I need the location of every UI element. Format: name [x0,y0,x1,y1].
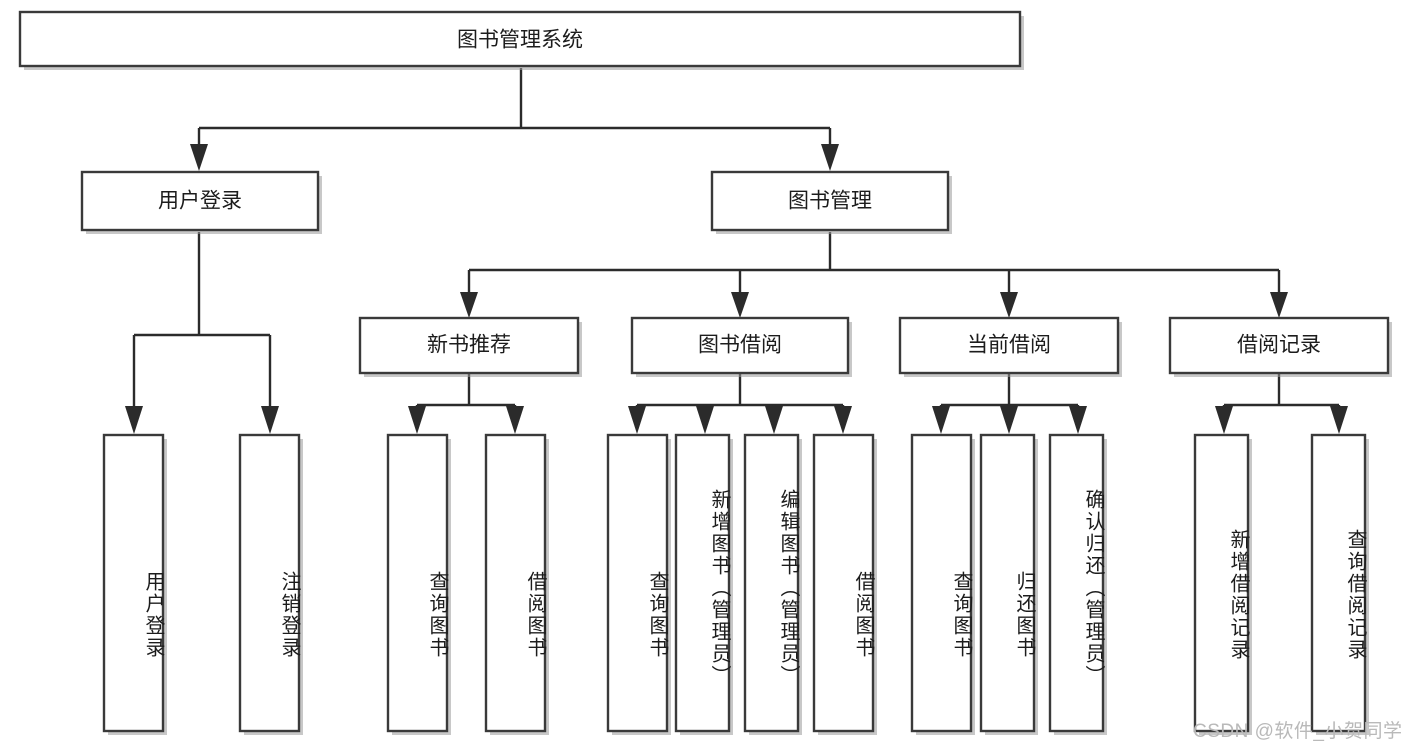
node-book-management[interactable]: 图书管理 [710,170,952,234]
node-borrow-record-box[interactable] [1168,316,1390,375]
node-user-login-box[interactable] [80,170,320,232]
node-new-book-recommend-label: 新书推荐 [427,334,511,357]
leaf-bookborrow-3-box[interactable] [743,433,800,733]
leaf-user-login-1-box[interactable] [102,433,165,733]
leaf-bookborrow-1-box[interactable] [606,433,669,733]
node-user-login-label: 用户登录 [158,190,242,213]
arrow-leaf-bookborrow-4 [834,406,852,434]
node-book-management-box[interactable] [710,170,950,232]
node-user-login[interactable]: 用户登录 [80,170,322,234]
arrow-currentborrow [1000,292,1018,318]
leaf-node-bookborrow-4[interactable] [812,433,877,735]
leaf-node-user-login-2[interactable] [238,433,303,735]
connector-group-bookmgmt [460,232,1288,318]
arrow-leaf-currentborrow-2 [1000,406,1018,434]
arrow-leaf-borrowrecord-1 [1215,406,1233,434]
arrow-leaf-currentborrow-3 [1069,406,1087,434]
leaf-currentborrow-3-box[interactable] [1048,433,1105,733]
arrow-leaf-newbook-2 [506,406,524,434]
node-book-borrow[interactable]: 图书借阅 [630,316,852,377]
leaf-user-login-2-box[interactable] [238,433,301,733]
node-borrow-record-label: 借阅记录 [1237,334,1321,357]
leaf-node-borrowrecord-2[interactable] [1310,433,1369,735]
leaf-bookborrow-2-box[interactable] [674,433,731,733]
leaf-node-user-login-1[interactable] [102,433,167,735]
node-borrow-record[interactable]: 借阅记录 [1168,316,1392,377]
node-root-box[interactable] [18,10,1022,68]
connector-group-root [190,68,839,171]
node-new-book-recommend-box[interactable] [358,316,580,375]
leaf-node-currentborrow-3[interactable] [1048,433,1107,735]
leaf-node-currentborrow-2[interactable] [979,433,1038,735]
connector-group-currentborrow [932,373,1087,434]
leaf-node-newbook-1[interactable] [386,433,451,735]
arrow-bookmgmt [821,144,839,171]
arrow-leaf-bookborrow-2 [696,406,714,434]
connector-group-userlogin [125,232,279,434]
node-root[interactable]: 图书管理系统 [18,10,1024,70]
connector-group-bookborrow [628,373,852,434]
node-root-label: 图书管理系统 [457,29,583,52]
leaf-currentborrow-2-box[interactable] [979,433,1036,733]
leaf-newbook-2-box[interactable] [484,433,547,733]
node-current-borrow[interactable]: 当前借阅 [898,316,1122,377]
leaf-currentborrow-1-box[interactable] [910,433,973,733]
arrow-leaf-bookborrow-1 [628,406,646,434]
leaf-node-newbook-2[interactable] [484,433,549,735]
node-book-borrow-label: 图书借阅 [698,334,782,357]
node-current-borrow-box[interactable] [898,316,1120,375]
arrow-leaf-user-login-1 [125,406,143,434]
leaf-node-bookborrow-2[interactable] [674,433,733,735]
arrow-leaf-borrowrecord-2 [1330,406,1348,434]
arrow-leaf-newbook-1 [408,406,426,434]
leaf-bookborrow-4-box[interactable] [812,433,875,733]
csdn-watermark: CSDN @软件_小贺同学 [1193,721,1403,742]
leaf-borrowrecord-1-box[interactable] [1193,433,1250,733]
connector-group-newbook [408,373,524,434]
leaf-node-borrowrecord-1[interactable] [1193,433,1252,735]
node-current-borrow-label: 当前借阅 [967,334,1051,357]
node-book-management-label: 图书管理 [788,190,872,213]
arrow-userlogin [190,144,208,171]
leaf-node-currentborrow-1[interactable] [910,433,975,735]
arrow-newbook [460,292,478,318]
leaf-newbook-1-box[interactable] [386,433,449,733]
node-book-borrow-box[interactable] [630,316,850,375]
arrow-leaf-currentborrow-1 [932,406,950,434]
leaf-node-bookborrow-3[interactable] [743,433,802,735]
arrow-bookborrow [731,292,749,318]
arrow-borrowrecord [1270,292,1288,318]
leaf-borrowrecord-2-box[interactable] [1310,433,1367,733]
arrow-leaf-user-login-2 [261,406,279,434]
node-new-book-recommend[interactable]: 新书推荐 [358,316,582,377]
leaf-node-bookborrow-1[interactable] [606,433,671,735]
connector-group-borrowrecord [1215,373,1348,434]
arrow-leaf-bookborrow-3 [765,406,783,434]
